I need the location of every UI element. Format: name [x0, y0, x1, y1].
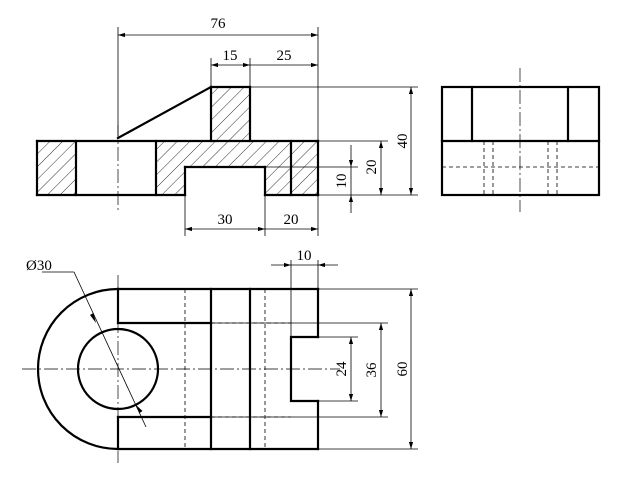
- top-view-rounded-end: [36, 287, 120, 451]
- dim-diameter-30: Ø30: [26, 258, 52, 274]
- dim-20-horizontal: 20: [284, 212, 299, 228]
- dim-10-top: 10: [297, 248, 312, 264]
- dim-76: 76: [211, 16, 227, 32]
- dimensions: 76 15 25 40 20 10 30 20: [26, 16, 418, 450]
- dim-10-vertical: 10: [334, 174, 350, 189]
- dim-60: 60: [395, 362, 411, 377]
- dim-40: 40: [395, 134, 411, 149]
- front-view-outline: [35, 85, 320, 197]
- front-view: [35, 85, 320, 210]
- dim-30: 30: [218, 212, 233, 228]
- top-view: [22, 275, 340, 463]
- dim-36: 36: [364, 362, 380, 378]
- dim-24: 24: [334, 361, 350, 377]
- dim-15: 15: [223, 48, 238, 64]
- dim-25: 25: [277, 48, 292, 64]
- dim-20-vertical: 20: [364, 160, 380, 175]
- side-view: [440, 68, 601, 212]
